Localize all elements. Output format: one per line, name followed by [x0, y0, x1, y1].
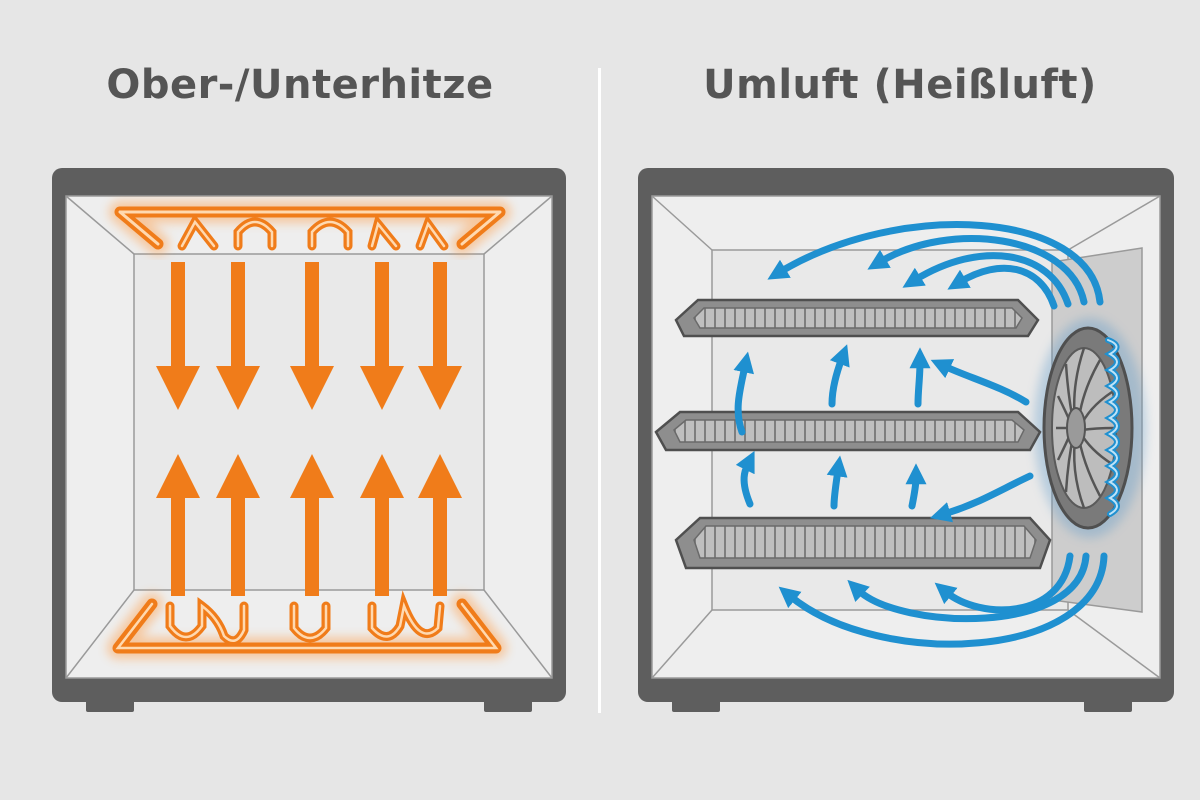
perspective-lines	[65, 195, 553, 679]
oven-foot	[86, 700, 134, 712]
airflow-arrow-icon	[929, 472, 1034, 523]
oven-top-bottom-heat	[52, 168, 566, 712]
airflow-arrow-icon	[909, 347, 931, 408]
oven-foot	[672, 700, 720, 712]
airflow-arrow-icon	[905, 463, 927, 510]
heat-arrow-up-icon	[418, 454, 462, 596]
airflow-arrow-icon	[867, 235, 1088, 306]
heat-arrow-down-icon	[216, 262, 260, 410]
baking-tray-icon	[674, 298, 1040, 338]
heat-arrow-down-icon	[418, 262, 462, 410]
heat-arrow-down-icon	[290, 262, 334, 410]
perspective-lines	[651, 195, 1161, 679]
heat-arrows-up	[156, 454, 462, 596]
airflow-arrow-icon	[733, 351, 754, 436]
airflow-arrow-icon	[735, 450, 755, 508]
heat-arrow-down-icon	[360, 262, 404, 410]
baking-tray-icon	[654, 410, 1042, 452]
oven-foot	[484, 700, 532, 712]
airflow-arrows	[733, 221, 1108, 648]
heat-arrow-up-icon	[290, 454, 334, 596]
airflow-arrow-icon	[947, 264, 1058, 310]
panel-title-top-bottom-heat: Ober-/Unterhitze	[106, 62, 494, 108]
heating-element-bottom-icon	[107, 590, 507, 659]
airflow-arrow-icon	[902, 252, 1072, 308]
panel-divider	[598, 68, 601, 713]
airflow-arrow-icon	[847, 552, 1090, 623]
airflow-arrow-icon	[767, 221, 1104, 306]
panel-title-convection: Umluft (Heißluft)	[703, 62, 1097, 108]
heat-arrow-down-icon	[156, 262, 200, 410]
airflow-arrow-icon	[828, 344, 850, 408]
heat-arrow-up-icon	[216, 454, 260, 596]
heat-arrow-up-icon	[156, 454, 200, 596]
heating-element-top-icon	[109, 201, 511, 255]
baking-tray-icon	[674, 516, 1052, 570]
airflow-arrow-icon	[930, 359, 1030, 406]
heat-arrow-up-icon	[360, 454, 404, 596]
oven-convection	[638, 168, 1174, 712]
heat-arrows-down	[156, 262, 462, 410]
fan-icon	[1034, 318, 1146, 538]
airflow-arrow-icon	[778, 552, 1108, 648]
airflow-arrow-icon	[934, 552, 1074, 614]
oven-foot	[1084, 700, 1132, 712]
airflow-arrow-icon	[826, 455, 848, 510]
ring-heating-element-icon	[1103, 337, 1120, 517]
